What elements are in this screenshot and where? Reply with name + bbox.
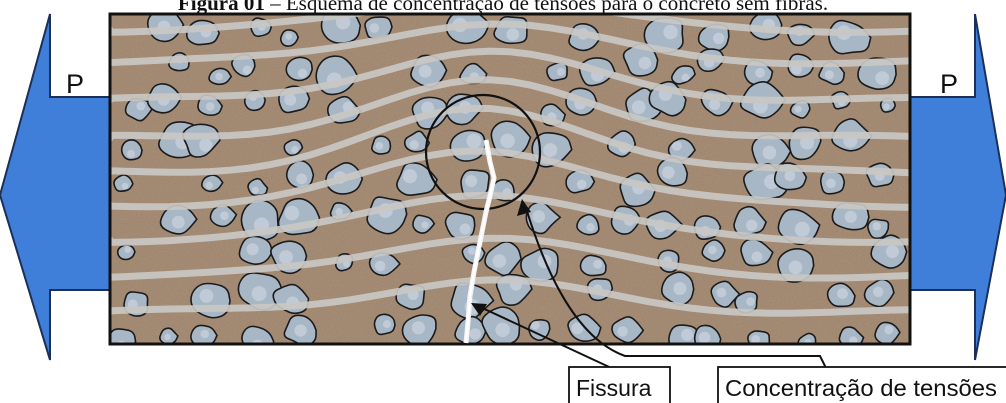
aggregate-highlight bbox=[124, 246, 131, 253]
aggregate-highlight bbox=[495, 323, 509, 337]
aggregate-highlight bbox=[298, 69, 307, 78]
aggregate-highlight bbox=[699, 332, 711, 344]
aggregate-highlight bbox=[886, 245, 899, 258]
aggregate-highlight bbox=[752, 251, 763, 262]
aggregate-highlight bbox=[681, 329, 693, 341]
aggregate-highlight bbox=[285, 33, 292, 40]
aggregate-highlight bbox=[825, 70, 834, 79]
aggregate-highlight bbox=[717, 288, 727, 298]
aggregate-highlight bbox=[837, 288, 848, 299]
aggregate-highlight bbox=[200, 289, 214, 303]
aggregate-highlight bbox=[557, 68, 565, 76]
aggregate-highlight bbox=[577, 180, 587, 190]
aggregate-highlight bbox=[632, 100, 646, 114]
aggregate-highlight bbox=[586, 223, 594, 231]
aggregate-highlight bbox=[500, 134, 515, 149]
aggregate-highlight bbox=[296, 174, 307, 185]
aggregate-highlight bbox=[617, 326, 627, 336]
aggregate-highlight bbox=[403, 169, 417, 183]
aggregate-highlight bbox=[763, 146, 777, 160]
aggregate-highlight bbox=[682, 74, 690, 82]
aggregate bbox=[450, 130, 485, 161]
aggregate-highlight bbox=[122, 183, 129, 190]
aggregate-highlight bbox=[375, 261, 386, 272]
aggregate-highlight bbox=[883, 103, 889, 109]
right-force-arrow bbox=[908, 14, 1006, 360]
aggregate-highlight bbox=[467, 134, 482, 149]
aggregate-highlight bbox=[215, 73, 223, 81]
aggregate-highlight bbox=[662, 166, 674, 178]
aggregate-highlight bbox=[412, 321, 425, 334]
left-force-arrow bbox=[0, 14, 113, 360]
aggregate-highlight bbox=[755, 68, 765, 78]
aggregate-highlight bbox=[493, 254, 507, 268]
aggregate-highlight bbox=[419, 65, 432, 78]
aggregate-highlight bbox=[543, 143, 557, 157]
concrete-specimen bbox=[108, 1, 910, 358]
aggregate-highlight bbox=[713, 33, 724, 44]
aggregate-highlight bbox=[116, 341, 126, 351]
crack-label: Fissura bbox=[576, 375, 652, 401]
aggregate-highlight bbox=[532, 210, 545, 223]
aggregate-highlight bbox=[873, 287, 883, 297]
aggregate-highlight bbox=[531, 321, 540, 330]
aggregate-highlight bbox=[410, 140, 419, 149]
aggregate-highlight bbox=[751, 335, 760, 344]
aggregate-highlight bbox=[199, 139, 212, 152]
aggregate-highlight bbox=[507, 28, 520, 41]
aggregate-highlight bbox=[285, 206, 300, 221]
aggregate-highlight bbox=[137, 102, 146, 111]
aggregate-highlight bbox=[369, 23, 379, 33]
aggregate-highlight bbox=[845, 211, 857, 223]
aggregate-highlight bbox=[279, 250, 293, 264]
aggregate-highlight bbox=[127, 150, 135, 158]
aggregate-highlight bbox=[470, 328, 481, 339]
aggregate bbox=[580, 255, 605, 275]
aggregate-highlight bbox=[826, 179, 836, 189]
aggregate-highlight bbox=[784, 170, 795, 181]
aggregate-highlight bbox=[247, 243, 259, 255]
aggregate-highlight bbox=[421, 221, 428, 228]
aggregate-highlight bbox=[795, 106, 802, 113]
aggregate-highlight bbox=[164, 334, 170, 340]
aggregate-highlight bbox=[206, 102, 215, 111]
aggregate-highlight bbox=[465, 175, 477, 187]
aggregate-highlight bbox=[220, 211, 229, 220]
aggregate-highlight bbox=[291, 146, 298, 153]
aggregate-highlight bbox=[672, 141, 682, 151]
aggregate-highlight bbox=[639, 57, 652, 70]
right-force-label: P bbox=[940, 69, 958, 99]
aggregate-highlight bbox=[460, 224, 471, 235]
aggregate-highlight bbox=[252, 187, 259, 194]
aggregate-highlight bbox=[243, 66, 252, 75]
aggregate-highlight bbox=[708, 246, 716, 254]
aggregate-highlight bbox=[252, 286, 267, 301]
aggregate-highlight bbox=[663, 25, 677, 39]
aggregate-highlight bbox=[884, 325, 893, 334]
aggregate-highlight bbox=[201, 330, 210, 339]
aggregate-highlight bbox=[376, 142, 384, 150]
stress-label: Concentração de tensões bbox=[725, 375, 997, 401]
aggregate-highlight bbox=[593, 260, 602, 269]
aggregate-highlight bbox=[383, 320, 391, 328]
aggregate-highlight bbox=[795, 222, 810, 237]
aggregate-highlight bbox=[468, 247, 476, 255]
aggregate-highlight bbox=[295, 325, 307, 337]
aggregate-highlight bbox=[875, 71, 889, 85]
aggregate-highlight bbox=[172, 216, 185, 229]
aggregate bbox=[286, 57, 312, 80]
left-force-label: P bbox=[66, 69, 84, 99]
aggregate-highlight bbox=[746, 297, 755, 306]
aggregate-highlight bbox=[251, 340, 264, 353]
aggregate-highlight bbox=[789, 261, 803, 275]
aggregate-highlight bbox=[284, 94, 296, 106]
aggregate-highlight bbox=[673, 282, 686, 295]
aggregate-highlight bbox=[206, 182, 213, 189]
aggregate-highlight bbox=[746, 220, 757, 231]
aggregate-highlight bbox=[873, 222, 881, 230]
